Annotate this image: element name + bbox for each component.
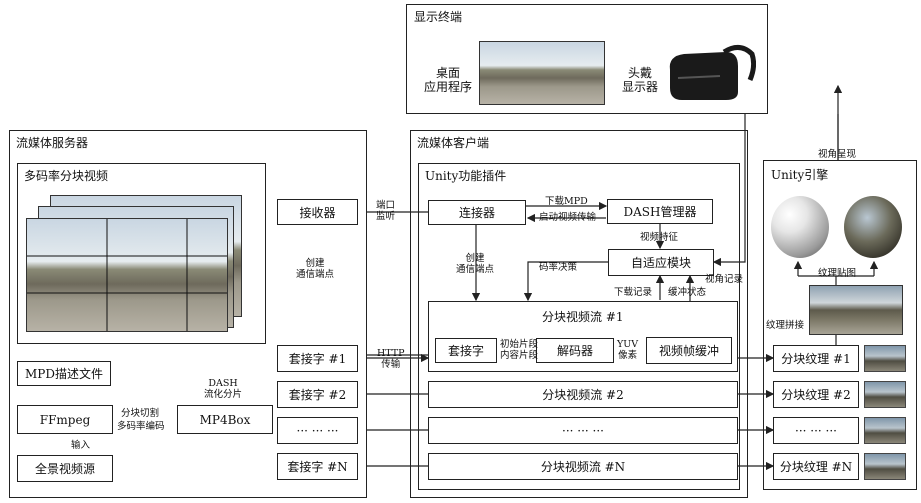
hmd-headset-icon <box>669 45 756 100</box>
label-init-segment: 初始片段 内容片段 <box>500 339 539 361</box>
label-create-endpoint-server: 创建 通信端点 <box>296 258 335 280</box>
texture-tile-2: 分块纹理 #2 <box>773 381 859 408</box>
tile-grid <box>27 219 227 331</box>
label-start-transfer: 启动视频传输 <box>539 212 597 223</box>
dash-manager-box: DASH管理器 <box>607 199 713 224</box>
stream-socket-box: 套接字 <box>435 338 497 363</box>
texture-thumb-1 <box>864 345 906 372</box>
textured-sphere <box>844 196 902 258</box>
mp4box-box: MP4Box <box>177 405 273 434</box>
texture-thumb-n <box>864 453 906 480</box>
label-view-record: 视角记录 <box>705 274 744 285</box>
texture-tile-n: 分块纹理 #N <box>773 453 859 480</box>
texture-thumb-2 <box>864 381 906 408</box>
label-buffer-state: 缓冲状态 <box>668 287 707 298</box>
panorama-source-box: 全景视频源 <box>17 455 113 482</box>
unity-plugin <box>418 163 740 490</box>
frame-buffer-box: 视频帧缓冲 <box>646 337 732 364</box>
display-terminal-title: 显示终端 <box>414 10 463 24</box>
label-download-record: 下载记录 <box>614 287 653 298</box>
tile-stream-1-title: 分块视频流 #1 <box>542 310 624 324</box>
socket-1: 套接字 #1 <box>277 345 358 372</box>
label-input: 输入 <box>71 440 91 451</box>
label-texture-stitch: 纹理拼接 <box>766 320 805 331</box>
unity-plugin-title: Unity功能插件 <box>425 169 507 183</box>
label-yuv: YUV 像素 <box>617 339 639 361</box>
label-download-mpd: 下载MPD <box>545 196 588 207</box>
receiver-box: 接收器 <box>277 199 358 225</box>
decoder-box: 解码器 <box>536 338 614 363</box>
tiled-panorama-front <box>26 218 228 332</box>
label-view-present: 视角呈现 <box>818 149 857 160</box>
label-http: HTTP 传输 <box>377 348 405 370</box>
multirate-tile-video-title: 多码率分块视频 <box>24 169 109 183</box>
label-video-feature: 视频特征 <box>640 232 679 243</box>
desktop-app-screenshot <box>479 41 605 105</box>
label-tile-cut: 分块切割 <box>121 408 160 419</box>
socket-ellipsis: ··· ··· ··· <box>277 417 358 444</box>
hmd-label: 头戴 显示器 <box>622 66 659 94</box>
unity-engine <box>763 160 917 490</box>
streaming-client-title: 流媒体客户端 <box>417 136 490 150</box>
ffmpeg-box: FFmpeg <box>17 405 113 434</box>
texture-tile-ellipsis: ··· ··· ··· <box>773 417 859 444</box>
adaptive-module-box: 自适应模块 <box>608 249 714 276</box>
stitched-texture <box>809 285 903 335</box>
texture-tile-1: 分块纹理 #1 <box>773 345 859 372</box>
streaming-server-title: 流媒体服务器 <box>16 136 89 150</box>
desktop-app-label: 桌面 应用程序 <box>424 66 473 94</box>
tile-stream-ellipsis: ··· ··· ··· <box>428 417 738 444</box>
white-sphere <box>771 196 829 258</box>
mpd-file: MPD描述文件 <box>17 361 111 386</box>
label-port-listen: 端口 监听 <box>376 200 396 222</box>
socket-n: 套接字 #N <box>277 453 358 480</box>
tile-stream-2: 分块视频流 #2 <box>428 381 738 408</box>
tile-stream-n: 分块视频流 #N <box>428 453 738 480</box>
socket-2: 套接字 #2 <box>277 381 358 408</box>
label-create-endpoint-client: 创建 通信端点 <box>456 253 495 275</box>
streaming-client <box>410 130 748 498</box>
label-texture-map: 纹理贴图 <box>818 268 857 279</box>
unity-engine-title: Unity引擎 <box>771 168 829 182</box>
label-multirate: 多码率编码 <box>117 421 165 432</box>
label-dash-slice: DASH 流化分片 <box>204 378 243 400</box>
label-bitrate-decision: 码率决策 <box>539 262 578 273</box>
connector-box: 连接器 <box>428 200 526 225</box>
texture-thumb-3 <box>864 417 906 444</box>
